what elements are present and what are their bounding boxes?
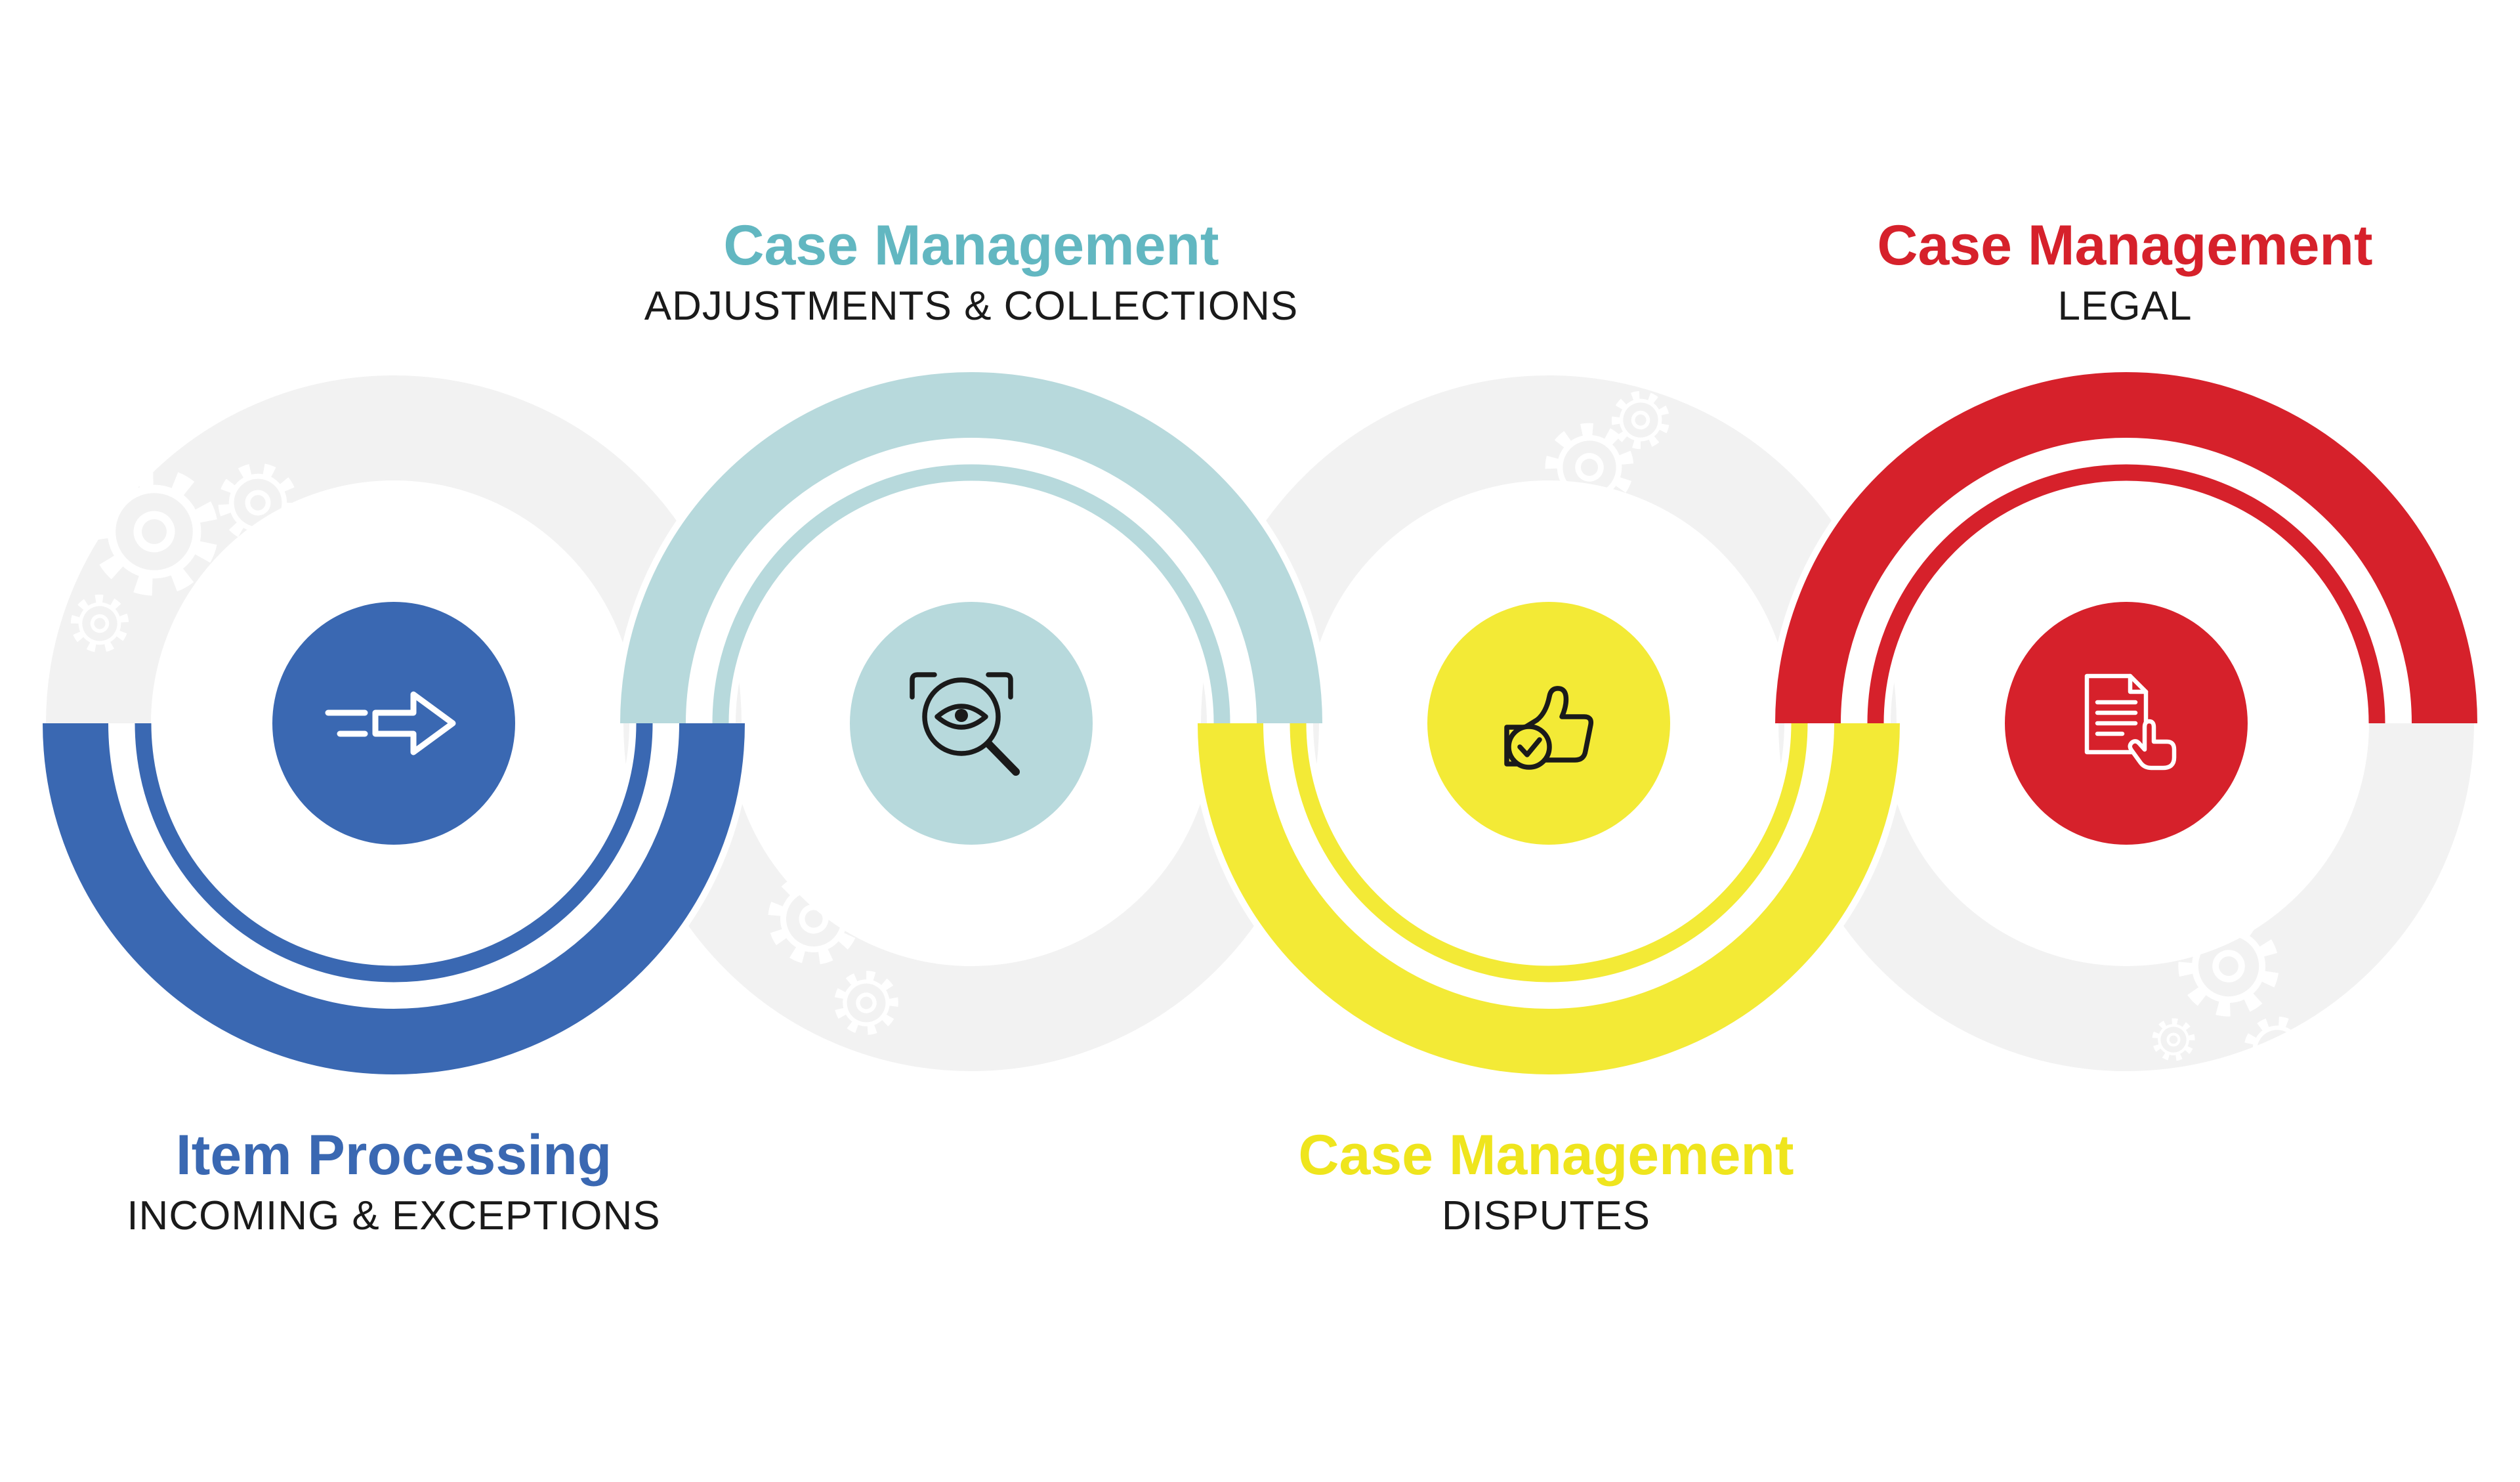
arc-band-item-processing <box>43 723 745 1074</box>
arc-inner-adjustments <box>712 464 1230 723</box>
arc-inner-disputes <box>1290 723 1808 983</box>
arc-band-adjustments <box>620 372 1322 723</box>
stage-subtitle: DISPUTES <box>1441 1193 1651 1239</box>
thumbs-up-check-icon <box>1504 686 1594 770</box>
document-sign-icon <box>2084 673 2177 771</box>
arc-band-disputes <box>1198 723 1900 1074</box>
stage-title: Case Management <box>1298 1124 1794 1187</box>
stage-label-item-processing: Item Processing INCOMING & EXCEPTIONS <box>0 1124 919 1241</box>
stage-subtitle: INCOMING & EXCEPTIONS <box>127 1193 661 1239</box>
hub-item-processing <box>272 602 515 845</box>
stage-title: Case Management <box>723 214 1219 277</box>
stage-title: Item Processing <box>175 1124 612 1187</box>
top-arcs <box>620 372 2477 723</box>
arc-inner-legal <box>1867 464 2385 723</box>
bottom-arcs <box>43 723 1900 1074</box>
arc-band-legal <box>1775 372 2477 723</box>
speed-arrow-right-icon <box>325 691 456 755</box>
stage-subtitle: LEGAL <box>2057 284 2193 329</box>
hub-disputes <box>1427 602 1670 845</box>
stage-label-disputes: Case Management DISPUTES <box>1021 1124 2071 1241</box>
stage-label-legal: Case Management LEGAL <box>1600 214 2520 331</box>
stage-title: Case Management <box>1877 214 2373 277</box>
stage-label-adjustments: Case Management ADJUSTMENTS & COLLECTION… <box>446 214 1496 331</box>
stage-subtitle: ADJUSTMENTS & COLLECTIONS <box>644 284 1299 329</box>
magnifier-eye-icon <box>910 672 1020 776</box>
arc-inner-item-processing <box>135 723 653 983</box>
